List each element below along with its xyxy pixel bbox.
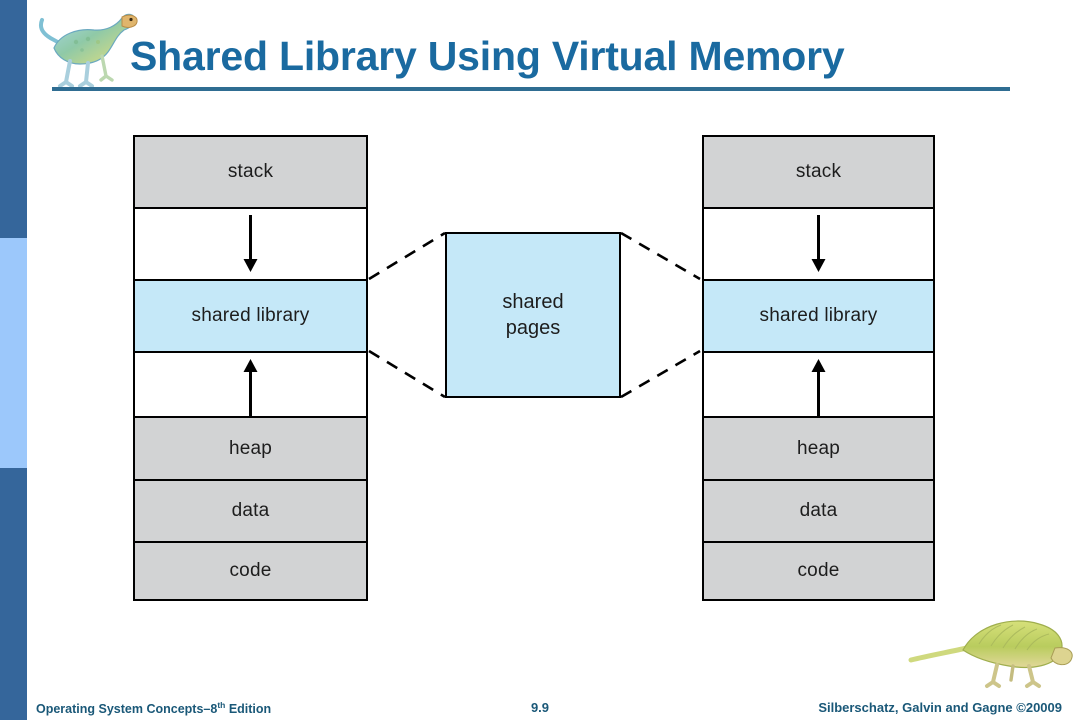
dinosaur-icon	[905, 608, 1075, 692]
sidebar-segment-bottom	[0, 468, 27, 720]
block-heap-right: heap	[704, 416, 933, 479]
block-shared-library-left: shared library	[135, 279, 366, 351]
stack-growth-arrow-left	[243, 215, 258, 275]
stack-growth-arrow-right	[811, 215, 826, 275]
footer-edition-prefix: Operating System Concepts–8	[36, 702, 218, 717]
slide-number: 9.9	[530, 700, 550, 715]
footer-edition: Operating System Concepts–8th Edition	[36, 700, 271, 716]
shared-pages-line-1: shared	[502, 290, 564, 313]
sidebar-segment-middle	[0, 238, 27, 468]
footer-edition-suffix: Edition	[225, 702, 272, 717]
block-shared-library-right: shared library	[704, 279, 933, 351]
block-stack-left: stack	[135, 137, 366, 207]
block-gap-upper-right	[704, 207, 933, 279]
block-code-right: code	[704, 541, 933, 599]
block-heap-left: heap	[135, 416, 366, 479]
sidebar-segment-top	[0, 0, 27, 238]
block-gap-lower-right	[704, 351, 933, 417]
block-gap-lower-left	[135, 351, 366, 417]
footer-edition-ordinal: th	[217, 700, 226, 710]
process-1-address-space: stack shared library heap data code	[133, 135, 368, 601]
heap-growth-arrow-right	[811, 359, 826, 417]
page-title: Shared Library Using Virtual Memory	[130, 33, 845, 79]
block-data-left: data	[135, 479, 366, 541]
shared-pages-line-2: pages	[505, 317, 561, 339]
block-gap-upper-left	[135, 207, 366, 279]
shared-pages-box: shared pages	[445, 232, 621, 398]
block-code-left: code	[135, 541, 366, 599]
dinosaur-icon	[36, 6, 142, 90]
block-stack-right: stack	[704, 137, 933, 207]
title-divider	[52, 87, 1010, 91]
process-2-address-space: stack shared library heap data code	[702, 135, 935, 601]
heap-growth-arrow-left	[243, 359, 258, 417]
footer-copyright: Silberschatz, Galvin and Gagne ©20009	[818, 700, 1062, 715]
block-data-right: data	[704, 479, 933, 541]
